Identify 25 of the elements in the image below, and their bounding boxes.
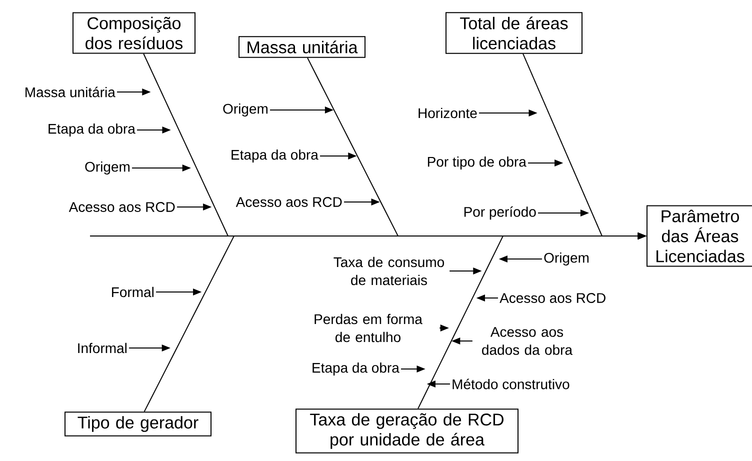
cause-label: Informal: [78, 342, 126, 354]
cause-label: Acesso aos RCD: [236, 197, 342, 207]
cause-box: Tipo de gerador: [64, 412, 212, 436]
cause-label: Origem: [544, 252, 589, 266]
cause-box: Composição dos resíduos: [72, 12, 196, 54]
cause-label: Horizonte: [418, 108, 477, 118]
cause-label: Etapa da obra: [48, 123, 136, 137]
cause-label: Acesso aos dados da obra: [482, 327, 572, 355]
cause-label: Etapa da obra: [312, 362, 400, 376]
cause-label: Método construtivo: [452, 378, 570, 390]
cause-label: Origem: [85, 161, 130, 175]
cause-box: Parâmetro das Áreas Licenciadas: [646, 205, 752, 267]
cause-label: Taxa de consumo de materiais: [334, 256, 444, 286]
cause-box: Total de áreas licenciadas: [446, 12, 582, 54]
cause-label: Perdas em forma de entulho: [314, 314, 422, 342]
cause-label: Acesso aos RCD: [68, 202, 175, 212]
cause-label: Etapa da obra: [232, 149, 318, 163]
cause-label: Acesso aos RCD: [500, 293, 606, 303]
cause-label: Por período: [464, 206, 536, 220]
cause-box: Taxa de geração de RCD por unidade de área: [296, 408, 518, 454]
cause-box: Massa unitária: [238, 36, 366, 58]
cause-label: Formal: [112, 286, 154, 298]
cause-label: Origem: [223, 103, 268, 117]
cause-label: Por tipo de obra: [428, 156, 526, 170]
cause-label: Massa unitária: [26, 86, 116, 98]
